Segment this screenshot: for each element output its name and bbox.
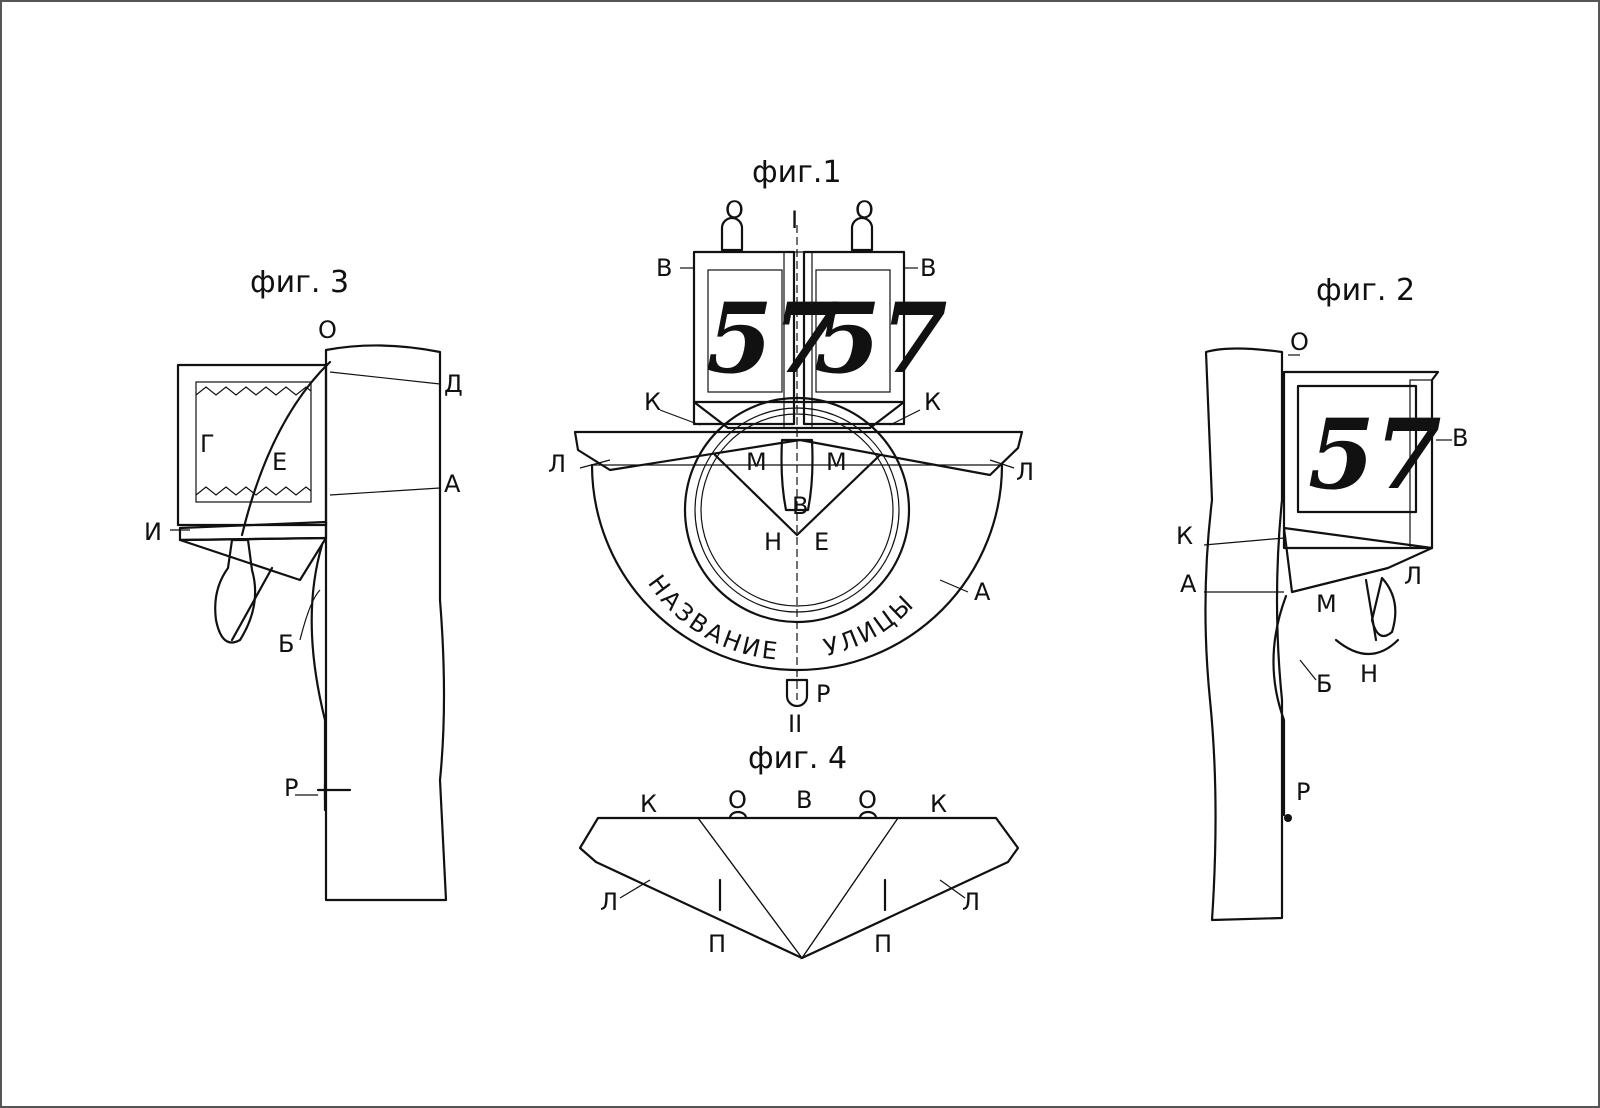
fig1-label-n: Н [764,528,782,556]
wing-right [800,817,1019,960]
hook-left [720,216,744,252]
house-number-right: 57 [814,282,948,395]
fig3-label-o: О [318,316,337,344]
center-bulb [780,438,814,512]
cable [310,543,327,802]
fig2-label-m: М [1316,590,1337,618]
number-box-right [802,250,906,426]
brick-wall-2 [1204,347,1284,922]
figure-4: фиг. 4 К О В О К Л П П Л [578,741,1020,960]
fig3-label-a: А [444,470,461,498]
fig2-label-o: О [1290,328,1309,356]
lamp-arm [230,566,274,642]
fig1-label-m-left: М [746,448,767,476]
fig2-label-a: А [1180,570,1197,598]
fig1-label-ii: II [788,710,802,738]
fig3-label-g: Г [200,430,215,458]
cable-2 [1272,594,1288,817]
fig4-title: фиг. 4 [748,741,847,776]
fig4-label-v: В [796,786,812,814]
street-name-text-2: УЛИЦЫ [821,588,921,662]
figure-3: фиг. 3 О Д Г Е А И Б Р [144,265,463,902]
fig1-label-v-center: В [792,492,808,520]
fig1-label-r: Р [816,680,830,708]
fig3-title: фиг. 3 [250,265,349,300]
fig2-label-k: К [1176,522,1193,550]
fig1-label-i: I [791,206,798,234]
pins [718,878,887,912]
fig3-label-b: Б [278,630,294,658]
lugs [728,810,878,820]
bottom-lug [785,678,809,708]
fig1-label-l-left: Л [548,450,566,478]
house-number-left: 57 [706,282,840,395]
v-bracket [713,453,882,537]
fig1-label-l-right: Л [1016,458,1034,486]
fig3-label-e: Е [272,448,287,476]
curved-rod [240,360,332,537]
fig4-label-l-left: Л [600,888,618,916]
lamp-hook [1334,578,1400,655]
fig4-label-o-right: О [858,786,877,814]
inner-panel [195,381,312,503]
fig1-label-v-left: В [656,254,672,282]
fig1-label-v-right: В [920,254,936,282]
fig4-label-o-left: О [728,786,747,814]
fig1-label-a: А [974,578,991,606]
wing-left [579,817,803,959]
brick-wall [324,344,448,902]
reflector-side [1282,526,1434,594]
fig1-title: фиг.1 [752,155,842,190]
figure-1: фиг.1 57 57 НАЗВАНИЕ УЛИЦ [548,155,1034,738]
fig1-label-e: Е [814,528,829,556]
fig3-label-d: Д [444,370,463,398]
fig2-label-v: В [1452,424,1468,452]
fig1-label-k-right: К [924,388,941,416]
center-panel [696,817,900,960]
figure-2: фиг. 2 57 О В К А Л М Н Б Р [1176,273,1468,922]
fig1-label-m-right: М [826,448,847,476]
fig4-label-p-left: П [708,930,726,958]
zigzag-top [195,386,312,396]
fig4-label-k-right: К [930,790,947,818]
fig2-label-l: Л [1404,562,1422,590]
house-number-side: 57 [1308,398,1442,511]
fig2-label-r: Р [1296,778,1310,806]
fig4-label-k-left: К [640,790,657,818]
fig1-label-o-left: О [725,196,744,224]
switch [316,783,352,812]
fig3-label-i: И [144,518,162,546]
reflector-wings [573,430,1024,477]
hook-right [850,216,874,252]
fig2-label-n: Н [1360,660,1378,688]
reflector [178,536,328,582]
zigzag-bottom [195,486,312,496]
fig2-label-b: Б [1316,670,1332,698]
fig3-label-r: Р [284,774,298,802]
fig4-label-l-right: Л [962,888,980,916]
number-box-left [692,250,796,426]
fig2-title: фиг. 2 [1316,273,1415,308]
fig1-label-o-right: О [855,196,874,224]
lamp-bulb [214,538,257,644]
side-bulb [1370,576,1397,638]
fig4-label-p-right: П [874,930,892,958]
fig1-label-k-left: К [644,388,661,416]
